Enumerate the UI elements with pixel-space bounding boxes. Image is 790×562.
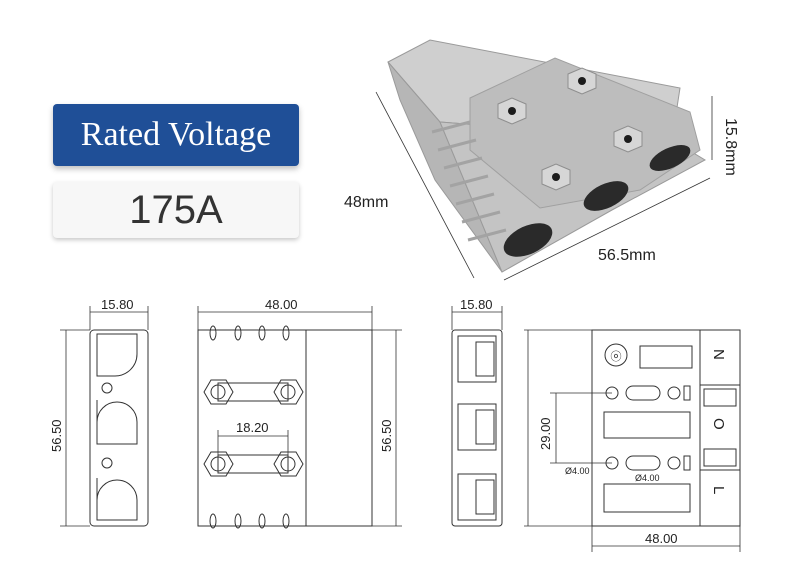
top-view (197, 306, 402, 529)
side-width-dim: 15.80 (101, 297, 134, 312)
side-height-dim: 56.50 (49, 419, 64, 452)
front-height-dim: 56.50 (379, 419, 394, 452)
terminal-label-top: N (710, 349, 727, 360)
rating-circle-text: ⓞ (611, 350, 622, 363)
end-width-dim: 15.80 (460, 297, 493, 312)
mounting-face-view (524, 329, 741, 552)
photo-dimension-lines (375, 91, 713, 281)
hole-dia-right: Ø4.00 (635, 473, 660, 483)
rating-value-badge: 175A (53, 182, 299, 238)
side-view (60, 306, 149, 527)
mount-width-dim: 48.00 (645, 531, 678, 546)
photo-height-label: 15.8mm (722, 118, 739, 176)
terminal-label-middle: O (710, 418, 727, 430)
hole-dia-left: Ø4.00 (565, 466, 590, 476)
top-width-dim: 48.00 (265, 297, 298, 312)
photo-depth-label: 48mm (344, 194, 388, 211)
photo-width-label: 56.5mm (598, 247, 656, 264)
rated-voltage-badge: Rated Voltage (53, 104, 299, 166)
hole-spacing-dim: 18.20 (236, 420, 269, 435)
terminal-label-bottom: L (710, 486, 727, 494)
rated-voltage-label: Rated Voltage (80, 116, 272, 153)
mount-height-dim: 29.00 (538, 417, 553, 450)
rating-value: 175A (129, 187, 223, 232)
connector-photo (387, 39, 707, 273)
end-view (451, 306, 503, 527)
